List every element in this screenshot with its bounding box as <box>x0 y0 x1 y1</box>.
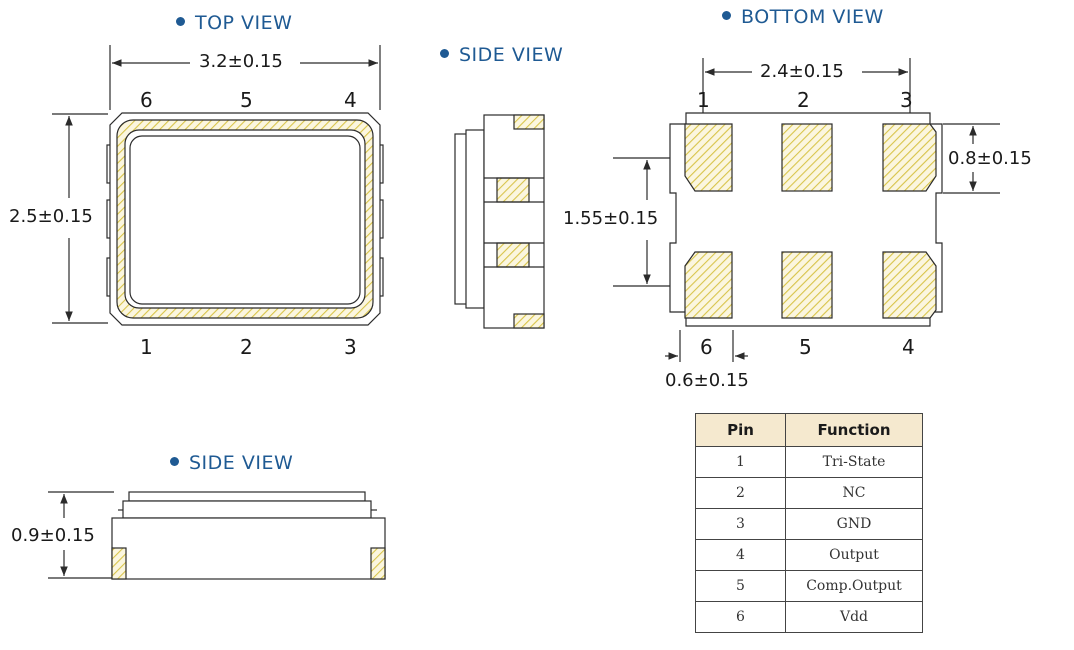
side-view-bottom-title: SIDE VIEW <box>170 452 293 474</box>
bullet-icon <box>440 49 449 58</box>
pin-number-cell: 1 <box>695 446 786 478</box>
function-column-header: Function <box>785 413 923 447</box>
pin-function-cell: NC <box>785 477 923 509</box>
table-row: 5 Comp.Output <box>695 570 923 602</box>
dim-side-height: 0.9±0.15 <box>8 527 98 545</box>
table-row: 2 NC <box>695 477 923 509</box>
top-view-drawing <box>52 45 384 326</box>
table-header-row: Pin Function <box>695 413 923 447</box>
bottom-view-drawing <box>613 58 1000 362</box>
bullet-icon <box>176 17 185 26</box>
top-view-pin-label: 2 <box>240 335 253 359</box>
dim-bottom-pad-width: 0.6±0.15 <box>662 372 752 390</box>
bottom-view-pin-label: 2 <box>797 88 810 112</box>
pin-column-header: Pin <box>695 413 786 447</box>
top-view-title-text: TOP VIEW <box>195 12 293 34</box>
pin-number-cell: 6 <box>695 601 786 633</box>
dim-top-width: 3.2±0.15 <box>196 53 286 71</box>
pin-number-cell: 5 <box>695 570 786 602</box>
dim-bottom-pad-span: 2.4±0.15 <box>757 63 847 81</box>
pin-function-table: Pin Function 1 Tri-State 2 NC 3 GND 4 Ou… <box>695 413 923 633</box>
pin-function-cell: Vdd <box>785 601 923 633</box>
side-view-right-title: SIDE VIEW <box>440 44 563 66</box>
side-view-right-drawing <box>454 114 545 329</box>
bottom-view-pin-label: 1 <box>697 88 710 112</box>
top-view-pin-label: 1 <box>140 335 153 359</box>
pin-function-cell: GND <box>785 508 923 540</box>
dim-bottom-pad-pitch: 1.55±0.15 <box>560 210 662 228</box>
bottom-view-pin-label: 5 <box>799 335 812 359</box>
pin-number-cell: 3 <box>695 508 786 540</box>
bottom-view-title: BOTTOM VIEW <box>722 6 884 28</box>
bottom-view-pin-label: 6 <box>700 335 713 359</box>
dim-top-height: 2.5±0.15 <box>6 208 96 226</box>
pin-function-cell: Output <box>785 539 923 571</box>
table-row: 1 Tri-State <box>695 446 923 478</box>
bullet-icon <box>722 11 731 20</box>
dim-bottom-pad-height: 0.8±0.15 <box>945 150 1035 168</box>
side-view-bottom-drawing <box>48 491 386 580</box>
bottom-view-pin-label: 4 <box>902 335 915 359</box>
pin-number-cell: 2 <box>695 477 786 509</box>
bullet-icon <box>170 457 179 466</box>
side-view-right-title-text: SIDE VIEW <box>459 44 564 66</box>
side-view-bottom-title-text: SIDE VIEW <box>189 452 294 474</box>
table-row: 4 Output <box>695 539 923 571</box>
table-row: 3 GND <box>695 508 923 540</box>
bottom-view-title-text: BOTTOM VIEW <box>741 6 884 28</box>
pin-number-cell: 4 <box>695 539 786 571</box>
pin-function-cell: Tri-State <box>785 446 923 478</box>
bottom-view-pin-label: 3 <box>900 88 913 112</box>
top-view-pin-label: 5 <box>240 88 253 112</box>
top-view-title: TOP VIEW <box>176 12 292 34</box>
table-row: 6 Vdd <box>695 601 923 633</box>
top-view-pin-label: 6 <box>140 88 153 112</box>
pin-function-cell: Comp.Output <box>785 570 923 602</box>
top-view-pin-label: 4 <box>344 88 357 112</box>
top-view-pin-label: 3 <box>344 335 357 359</box>
